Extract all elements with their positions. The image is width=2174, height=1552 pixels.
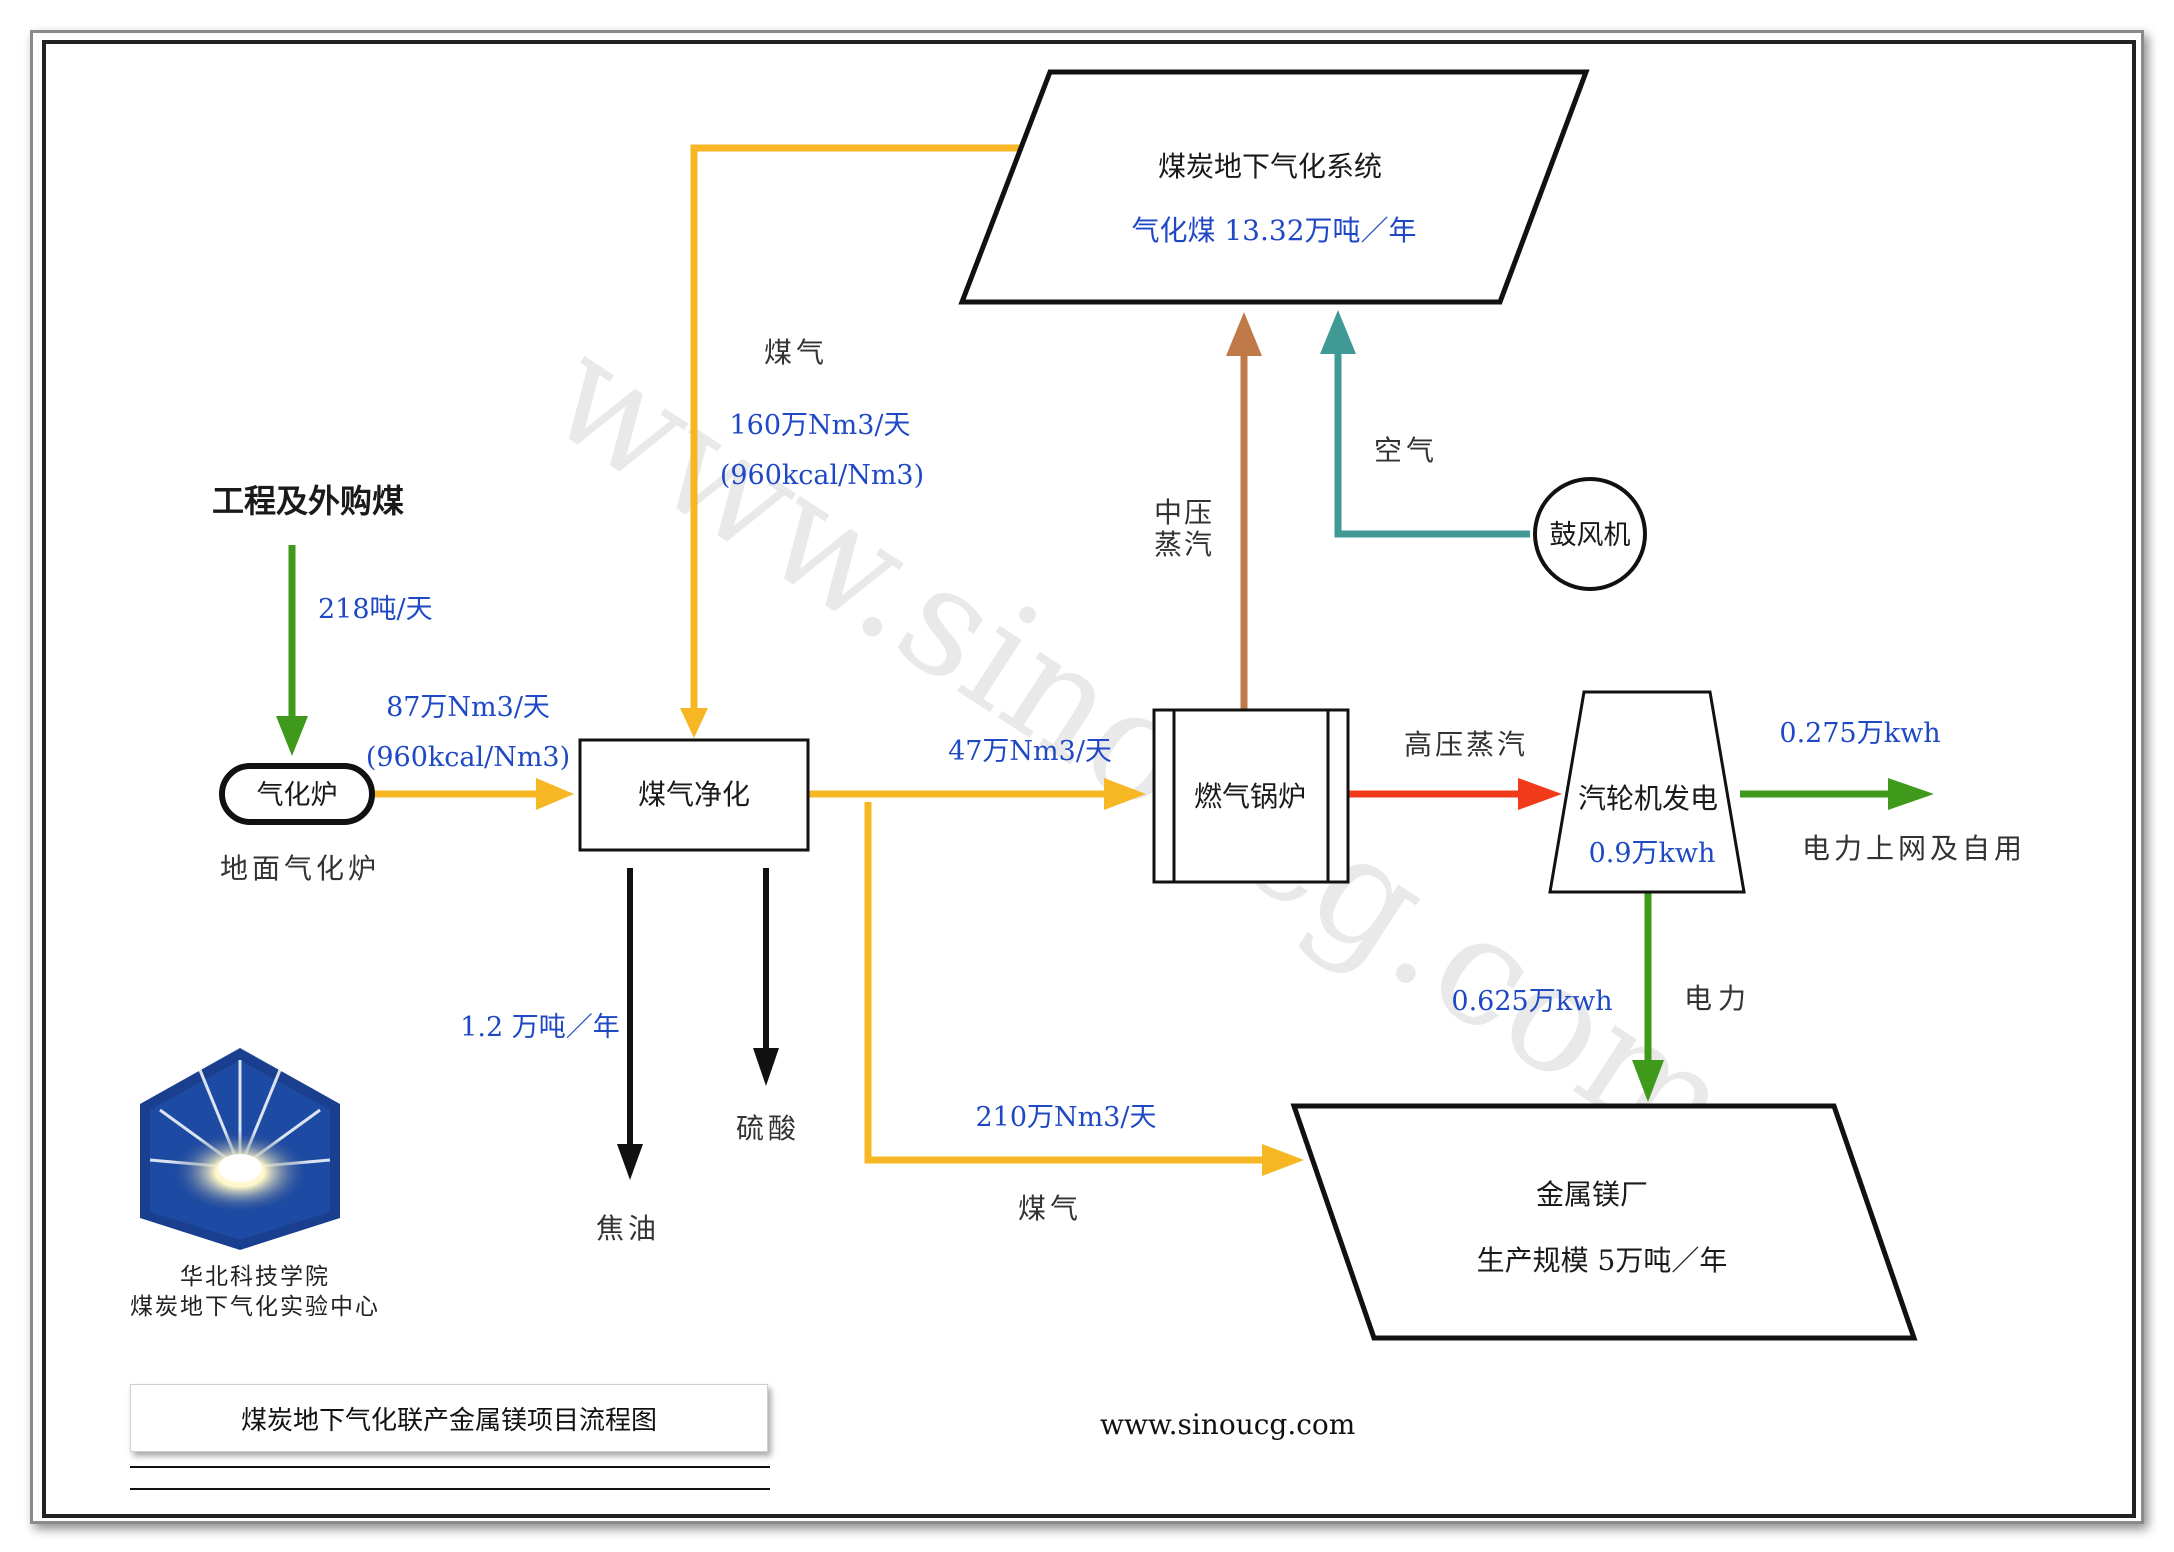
steam-high-label: 高压蒸汽 — [1404, 728, 1528, 761]
ucg-gas-label: 煤气 — [764, 336, 828, 369]
organization-line-1: 华北科技学院 — [180, 1264, 330, 1290]
coal-source-label: 工程及外购煤 — [212, 482, 404, 520]
to-mg-gas-label: 煤气 — [1018, 1192, 1082, 1225]
organization-name: 华北科技学院 煤炭地下气化实验中心 — [120, 1262, 390, 1322]
ucg-gas-flow — [680, 144, 1022, 738]
mg-plant-node — [1290, 1103, 1918, 1341]
organization-line-2: 煤炭地下气化实验中心 — [130, 1294, 380, 1320]
gasifier-label: 气化炉 — [257, 780, 338, 811]
diagram-title: 煤炭地下气化联产金属镁项目流程图 — [130, 1384, 768, 1452]
to-boiler-rate-label: 47万Nm3/天 — [948, 736, 1112, 767]
institute-logo — [140, 1048, 340, 1250]
turbine-label: 汽轮机发电 — [1578, 782, 1718, 815]
blower-label: 鼓风机 — [1550, 520, 1631, 551]
purify-label: 煤气净化 — [638, 778, 750, 811]
turbine-capacity: 0.9万kwh — [1589, 838, 1716, 869]
air-arrow — [1320, 310, 1530, 538]
grid-power-arrow — [1740, 778, 1934, 810]
grid-use-label: 电力上网及自用 — [1802, 832, 2026, 865]
mg-power-arrow — [1632, 892, 1664, 1102]
title-underline — [130, 1466, 770, 1490]
footer-url: www.sinoucg.com — [1100, 1408, 1356, 1441]
tar-arrow — [617, 868, 643, 1180]
air-label: 空气 — [1374, 434, 1438, 467]
gasifier-gas-arrow — [374, 778, 574, 810]
gasifier-caption: 地面气化炉 — [220, 852, 380, 885]
ucg-system-node — [958, 69, 1590, 305]
acid-label: 硫酸 — [736, 1112, 800, 1145]
gasifier-out-cv-label: (960kcal/Nm3) — [366, 742, 570, 773]
page-border — [42, 40, 2136, 1518]
power-rate-label: 0.625万kwh — [1451, 986, 1612, 1017]
ucg-system-title: 煤炭地下气化系统 — [1158, 150, 1382, 183]
blower-node — [1533, 477, 1647, 591]
steam-mid-label-1: 中压 — [1154, 496, 1214, 529]
ucg-gas-rate-label: 160万Nm3/天 — [729, 410, 910, 441]
to-mg-rate-label: 210万Nm3/天 — [975, 1102, 1156, 1133]
purify-to-mg-arrow — [864, 802, 1304, 1176]
turbine-node — [1548, 690, 1746, 894]
tar-rate-label: 1.2 万吨／年 — [460, 1012, 620, 1043]
ucg-system-subtitle: 气化煤 13.32万吨／年 — [1131, 214, 1416, 247]
power-label: 电力 — [1684, 982, 1752, 1015]
steam-high-arrow — [1346, 778, 1562, 810]
grid-rate-label: 0.275万kwh — [1779, 718, 1940, 749]
boiler-label: 燃气锅炉 — [1194, 780, 1306, 813]
coal-rate-label: 218吨/天 — [318, 594, 433, 625]
steam-mid-arrow — [1226, 312, 1262, 710]
mg-plant-subtitle: 生产规模 5万吨／年 — [1477, 1244, 1728, 1277]
purify-node — [578, 738, 810, 852]
boiler-node — [1152, 708, 1350, 884]
acid-arrow — [753, 868, 779, 1086]
gasifier-node — [219, 763, 375, 825]
gasifier-out-rate-label: 87万Nm3/天 — [386, 692, 550, 723]
tar-label: 焦油 — [596, 1212, 660, 1245]
coal-input-arrow — [276, 545, 308, 756]
ucg-gas-cv-label: (960kcal/Nm3) — [720, 460, 924, 491]
steam-mid-label-2: 蒸汽 — [1154, 528, 1214, 561]
purify-to-boiler-arrow — [808, 778, 1146, 810]
mg-plant-title: 金属镁厂 — [1536, 1178, 1648, 1211]
